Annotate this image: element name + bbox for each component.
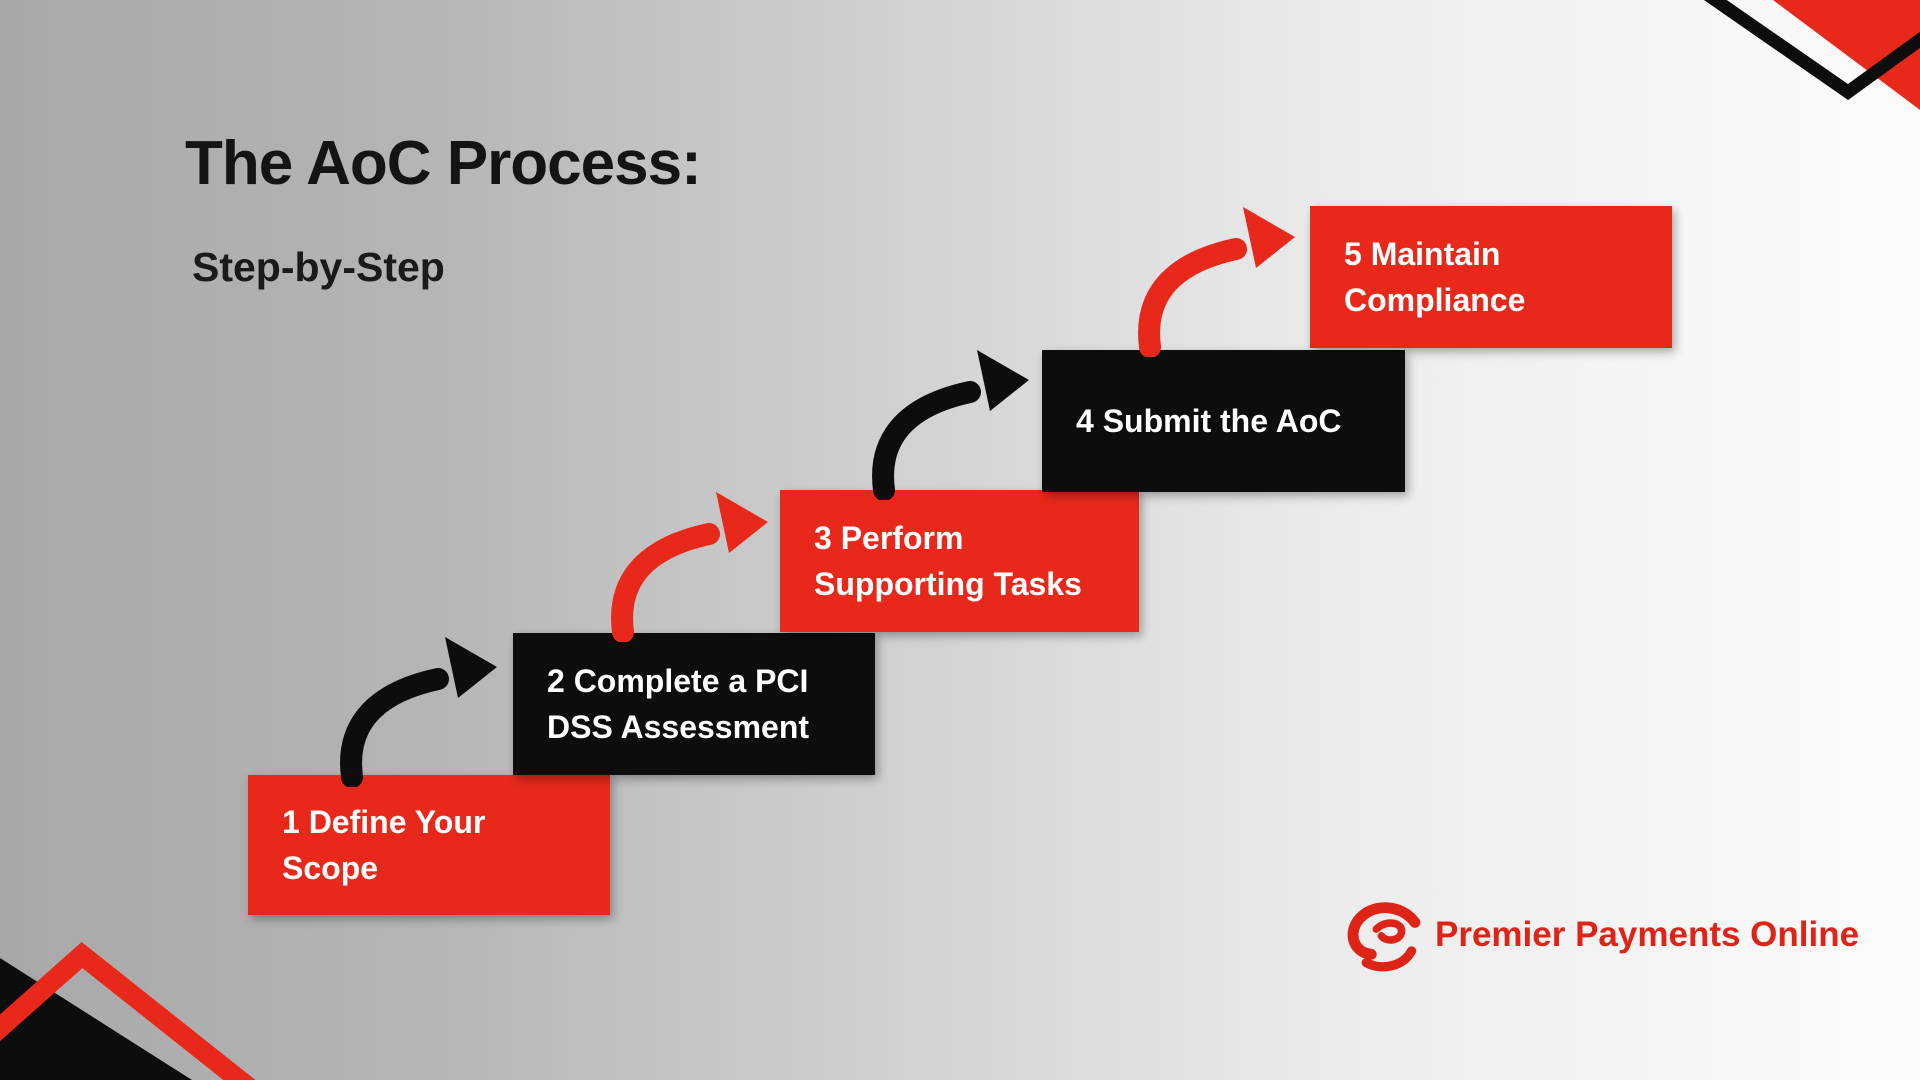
step-1-line-2: Scope bbox=[282, 850, 379, 886]
step-5-line-2: Compliance bbox=[1344, 282, 1526, 318]
brand-logo: Premier Payments Online bbox=[1341, 898, 1859, 972]
curved-arrow-icon bbox=[340, 637, 497, 787]
corner-decoration-bottom-left-icon bbox=[0, 941, 256, 1080]
step-2-line-1: 2 Complete a PCI bbox=[547, 663, 809, 699]
step-box-5-maintain-compliance: 5 Maintain Compliance bbox=[1310, 206, 1672, 348]
curved-arrow-icon bbox=[611, 492, 768, 642]
step-3-line-2: Supporting Tasks bbox=[814, 566, 1082, 602]
step-box-3-supporting-tasks: 3 Perform Supporting Tasks bbox=[780, 490, 1139, 632]
curved-arrow-icon bbox=[872, 350, 1029, 500]
step-3-line-1: 3 Perform bbox=[814, 520, 964, 556]
corner-decoration-top-right-icon bbox=[1703, 0, 1920, 110]
step-4-line-1: 4 Submit the AoC bbox=[1076, 403, 1342, 439]
step-box-1-define-scope: 1 Define Your Scope bbox=[248, 775, 610, 915]
step-box-4-submit-aoc: 4 Submit the AoC bbox=[1042, 350, 1405, 492]
page-subtitle: Step-by-Step bbox=[192, 244, 445, 290]
step-box-2-pci-dss-assessment: 2 Complete a PCI DSS Assessment bbox=[513, 633, 875, 775]
step-5-line-1: 5 Maintain bbox=[1344, 236, 1501, 272]
swirl-logo-icon bbox=[1347, 902, 1421, 972]
step-1-line-1: 1 Define Your bbox=[282, 804, 486, 840]
page-title: The AoC Process: bbox=[185, 129, 702, 198]
step-2-line-2: DSS Assessment bbox=[547, 709, 810, 745]
curved-arrow-icon bbox=[1138, 207, 1295, 357]
brand-logo-text: Premier Payments Online bbox=[1435, 915, 1860, 954]
